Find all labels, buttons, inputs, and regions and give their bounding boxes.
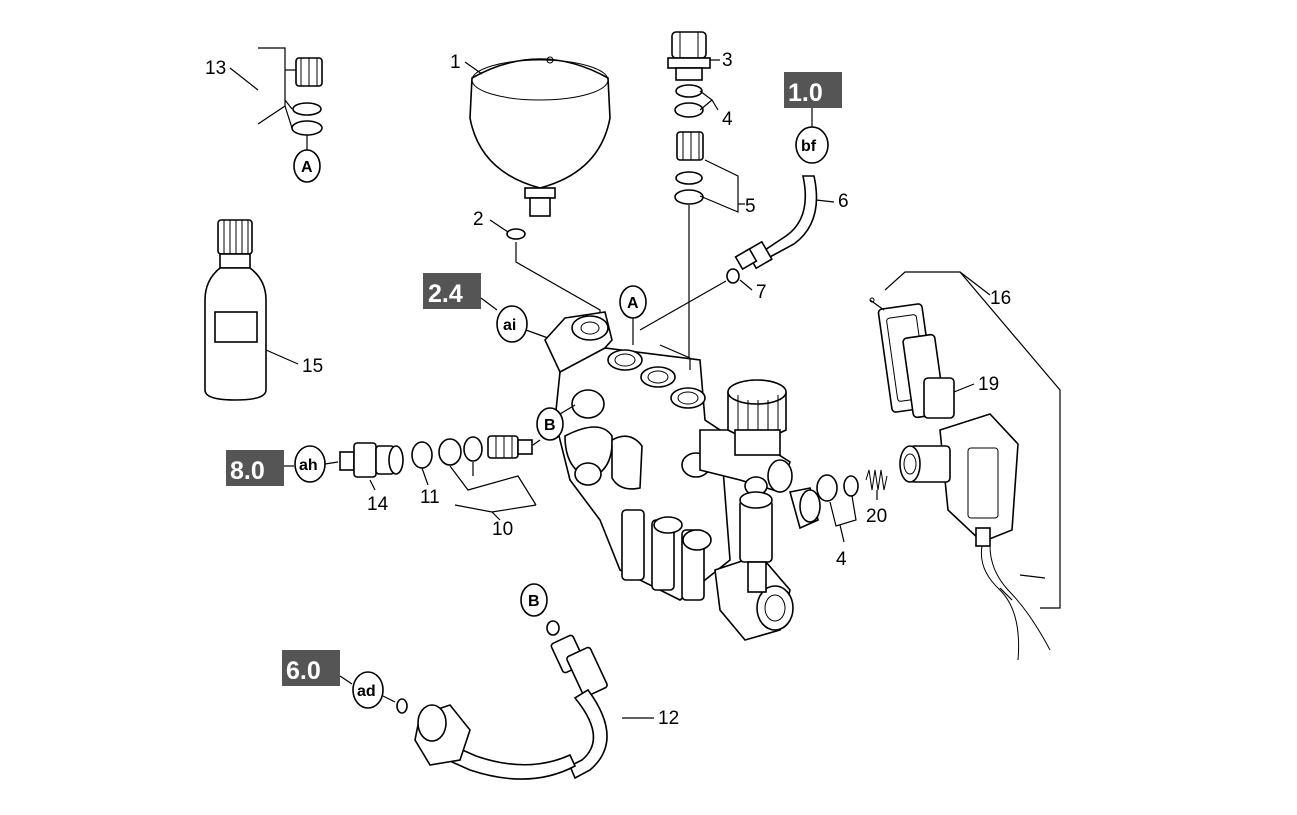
part-label-10: 10 [492,519,513,540]
callout-b-hose [520,583,548,617]
part-label-7: 7 [756,282,767,303]
oil-bottle-15 [204,219,267,401]
callout-ai-text: ai [503,317,516,334]
part-label-3: 3 [722,50,733,71]
torque-value-8-0: 8.0 [230,457,265,485]
callout-b-body-text: B [544,417,556,434]
part-label-20: 20 [866,506,887,527]
seal-10b [463,436,483,462]
torque-value-6-0: 6.0 [286,657,321,685]
seal-10a [438,438,462,466]
part-label-15: 15 [302,356,323,377]
o-ring-11 [411,441,433,469]
pressure-switch-16 [869,297,1051,661]
part-label-11: 11 [420,487,440,508]
part-label-6: 6 [838,191,849,212]
part-label-13: 13 [205,58,226,79]
o-ring-7 [726,268,740,284]
callout-b-hose-text: B [528,593,540,610]
part-label-14: 14 [367,494,389,515]
callout-bf-text: bf [801,138,817,155]
callout-a-body-text: A [627,295,639,312]
torque-value-2-4: 2.4 [428,280,463,308]
callout-ad [352,671,384,709]
plug-3 [667,31,711,81]
part-label-16: 16 [990,288,1011,309]
o-ring-4-lower-b [843,475,859,497]
o-ring-hose-bottom [396,698,408,714]
torque-badge-8-0 [226,450,284,486]
torque-badge-2-4 [423,273,481,309]
callout-a-top-text: A [301,159,313,176]
torque-value-1-0: 1.0 [788,79,823,107]
callout-ai [496,305,528,343]
pressure-accumulator-1 [469,56,611,217]
hose-12 [414,634,608,780]
hose-6 [734,175,818,271]
o-ring-4-top-b [674,102,704,118]
spring-20 [865,469,888,491]
valve-kit-13 [257,47,323,150]
o-ring-2 [506,228,526,240]
part-label-4-lower: 4 [836,549,847,570]
valve-insert-10 [487,435,533,459]
torque-badge-1-0 [784,72,842,108]
o-ring-hose-top [546,620,560,636]
part-label-4-top: 4 [722,109,733,130]
callout-ad-text: ad [357,683,376,700]
valve-kit-5 [674,131,745,213]
callout-b-body [536,407,564,441]
fitting-14 [339,442,404,478]
callout-bf [795,126,829,164]
part-label-12: 12 [658,708,679,729]
callout-a-top [293,149,321,183]
part-label-5: 5 [745,196,756,217]
part-label-1: 1 [450,52,461,73]
o-ring-4-top-a [675,84,703,98]
callout-ah-text: ah [299,457,318,474]
part-label-19: 19 [978,374,999,395]
torque-badge-6-0 [282,650,340,686]
pump-head-body [544,311,821,641]
part-label-2: 2 [473,209,484,230]
o-ring-4-lower-a [816,474,838,502]
